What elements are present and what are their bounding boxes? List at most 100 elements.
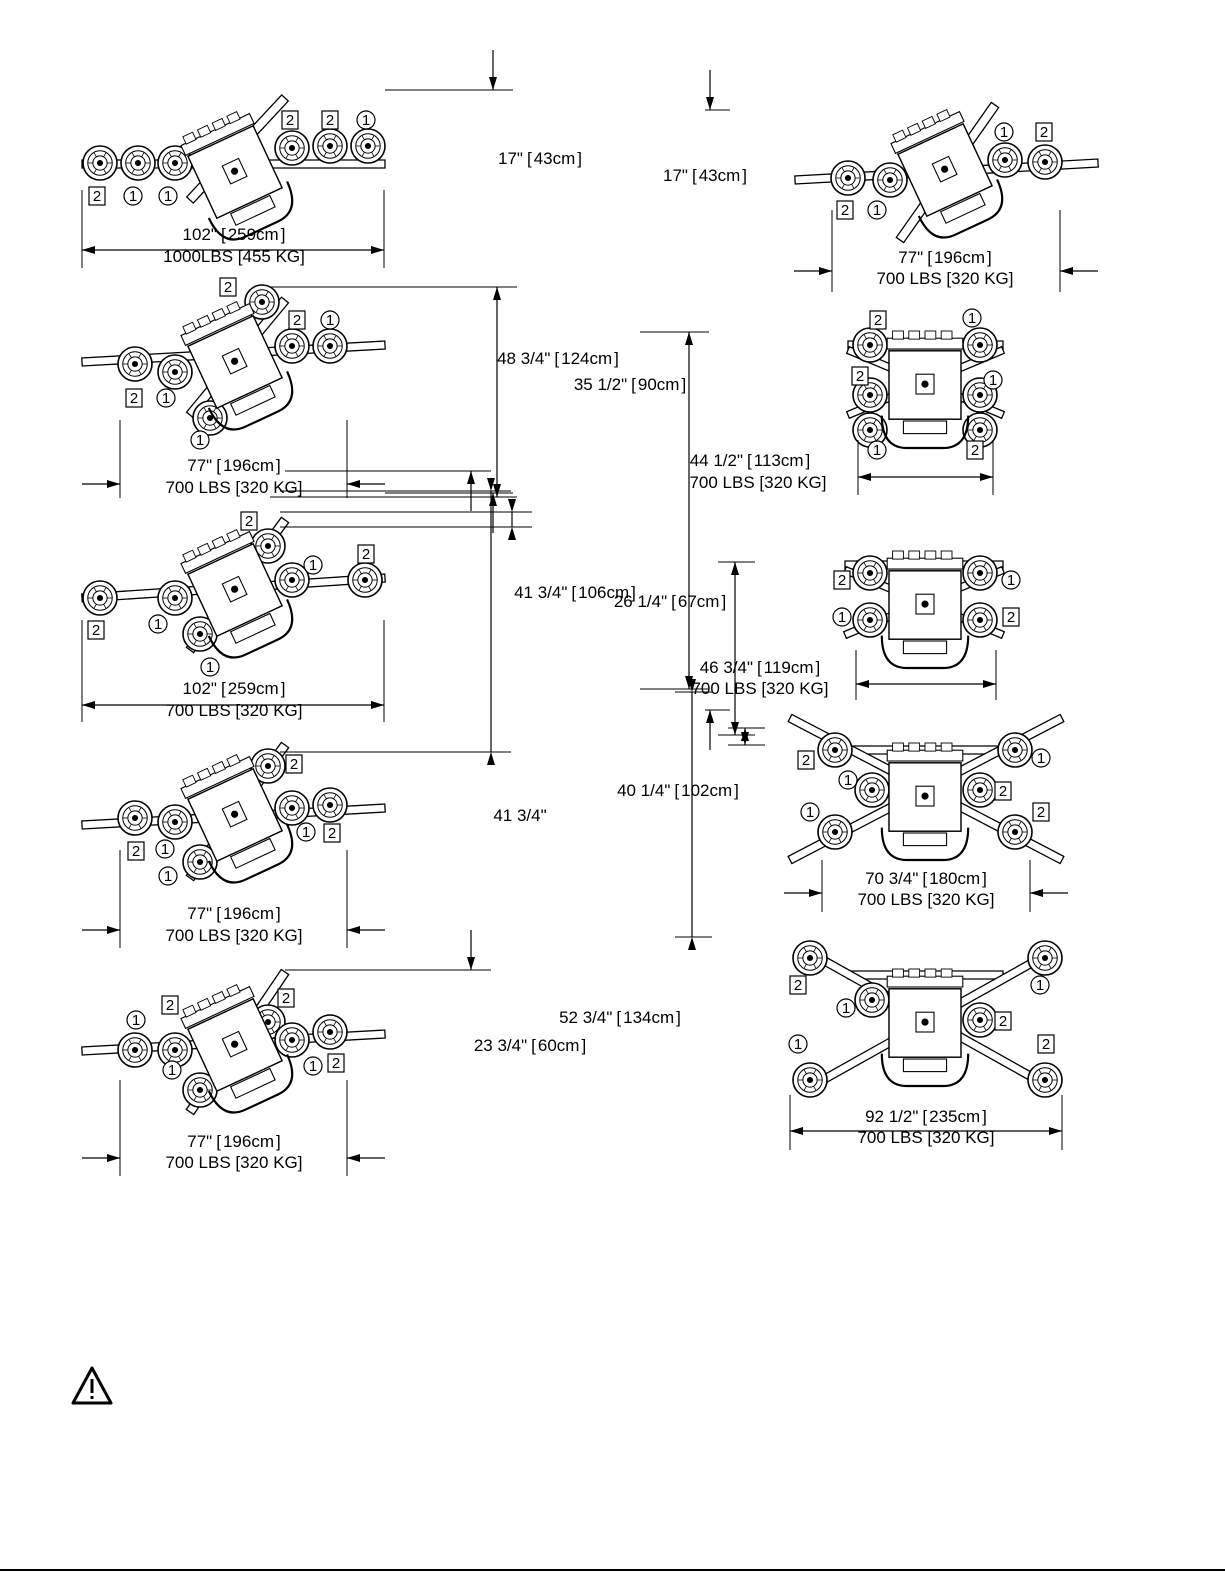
width-inches: 77" <box>187 456 212 475</box>
width-inches: 70 3/4" <box>865 869 918 888</box>
width-label: 44 1/2"[113cm] <box>690 451 811 470</box>
marker-number: 1 <box>309 557 317 574</box>
width-arrow-left <box>790 1127 803 1135</box>
wheel-spoke <box>261 551 265 557</box>
height-metric: 90cm <box>638 375 680 394</box>
wheel-spoke <box>983 419 987 425</box>
marker-number: 2 <box>326 112 334 129</box>
wheel-spoke <box>841 167 845 173</box>
wheel-spoke <box>865 989 869 995</box>
height-label: 17"[43cm] <box>663 166 747 185</box>
caster-wheel <box>1027 144 1063 180</box>
wheel-spoke <box>203 867 207 873</box>
marker-number: 2 <box>282 990 290 1007</box>
wheel-spoke <box>323 135 327 141</box>
marker-box <box>327 1053 345 1073</box>
wheel-spoke <box>285 137 289 143</box>
control-valve <box>226 984 241 998</box>
marker-ring <box>190 430 210 450</box>
wheel-axle <box>171 818 179 826</box>
battery-box <box>229 194 276 226</box>
wheel-spoke <box>973 779 977 785</box>
caster-wheel <box>274 1022 310 1058</box>
control-valve <box>892 129 907 143</box>
wheel-spoke <box>1048 1085 1052 1091</box>
wheel-spoke <box>295 153 299 159</box>
square-position-marker: 2 <box>285 754 303 774</box>
wheel-axle <box>1041 954 1049 962</box>
square-position-marker: 2 <box>836 200 854 220</box>
wheel-spoke <box>973 578 977 584</box>
marker-box <box>285 754 303 774</box>
control-valve <box>892 968 904 978</box>
caster-wheel <box>817 732 853 768</box>
height-bracket-open: [ <box>692 166 697 185</box>
wheel-spoke <box>893 185 897 191</box>
wheel-spoke <box>1008 739 1012 745</box>
height-inches: 52 3/4" <box>559 1008 612 1027</box>
square-position-marker: 2 <box>851 366 869 386</box>
wheel-spoke <box>1018 739 1022 745</box>
wheel-spoke <box>285 335 289 341</box>
wheel-axle <box>866 391 874 399</box>
wheel-spoke <box>813 963 817 969</box>
marker-ring <box>836 998 856 1018</box>
wheel-spoke <box>255 307 259 313</box>
marker-ring <box>156 388 176 408</box>
marker-number: 1 <box>968 310 976 327</box>
marker-number: 1 <box>164 868 172 885</box>
marker-number: 1 <box>132 1012 140 1029</box>
marker-number: 1 <box>873 442 881 459</box>
wheel-axle <box>326 342 334 350</box>
caster-wheel <box>997 732 1033 768</box>
wheel-spoke <box>141 152 145 158</box>
width-label: 92 1/2"[235cm] <box>865 1107 987 1126</box>
circle-position-marker: 1 <box>867 440 887 460</box>
wheel-spoke <box>1038 167 1042 173</box>
wheel-spoke <box>371 135 375 141</box>
width-metric: 196cm <box>223 904 274 923</box>
wheel-axle <box>866 426 874 434</box>
marker-ring <box>994 122 1014 142</box>
square-position-marker: 2 <box>219 277 237 297</box>
wheel-spoke <box>1038 1069 1042 1075</box>
wheel-spoke <box>983 350 987 356</box>
marker-number: 2 <box>293 312 301 329</box>
control-valve <box>211 990 226 1004</box>
height-metric: 67cm <box>678 592 720 611</box>
width-bracket-close: ] <box>987 248 992 267</box>
marker-number: 2 <box>245 513 253 530</box>
height-label: 41 3/4"[106cm] <box>514 583 636 602</box>
height-arrow-bottom <box>467 471 475 484</box>
square-position-marker: 2 <box>288 310 306 330</box>
wheel-spoke <box>213 407 217 413</box>
wheel-spoke <box>333 151 337 157</box>
marker-number: 1 <box>838 609 846 626</box>
wheel-spoke <box>838 755 842 761</box>
wheel-axle <box>866 341 874 349</box>
marker-ring <box>788 1034 808 1054</box>
marker-number: 1 <box>989 372 997 389</box>
marker-number: 1 <box>309 1058 317 1075</box>
wheel-spoke <box>178 377 182 383</box>
control-valve <box>921 115 936 129</box>
wheel-spoke <box>865 795 869 801</box>
marker-ring <box>800 802 820 822</box>
wheel-spoke <box>838 739 842 745</box>
wheel-spoke <box>973 795 977 801</box>
square-position-marker: 2 <box>1035 122 1053 142</box>
wheel-spoke <box>323 351 327 357</box>
control-panel <box>886 975 964 988</box>
height-label: 26 1/4"[67cm] <box>614 592 726 611</box>
gauge-center <box>921 792 929 800</box>
height-bracket-close: ] <box>681 375 686 394</box>
width-metric: 180cm <box>929 869 980 888</box>
wheel-spoke <box>93 152 97 158</box>
wheel-spoke <box>841 183 845 189</box>
wheel-spoke <box>803 963 807 969</box>
width-bracket-open: [ <box>216 456 221 475</box>
circle-position-marker: 1 <box>1030 975 1050 995</box>
marker-number: 2 <box>1037 804 1045 821</box>
